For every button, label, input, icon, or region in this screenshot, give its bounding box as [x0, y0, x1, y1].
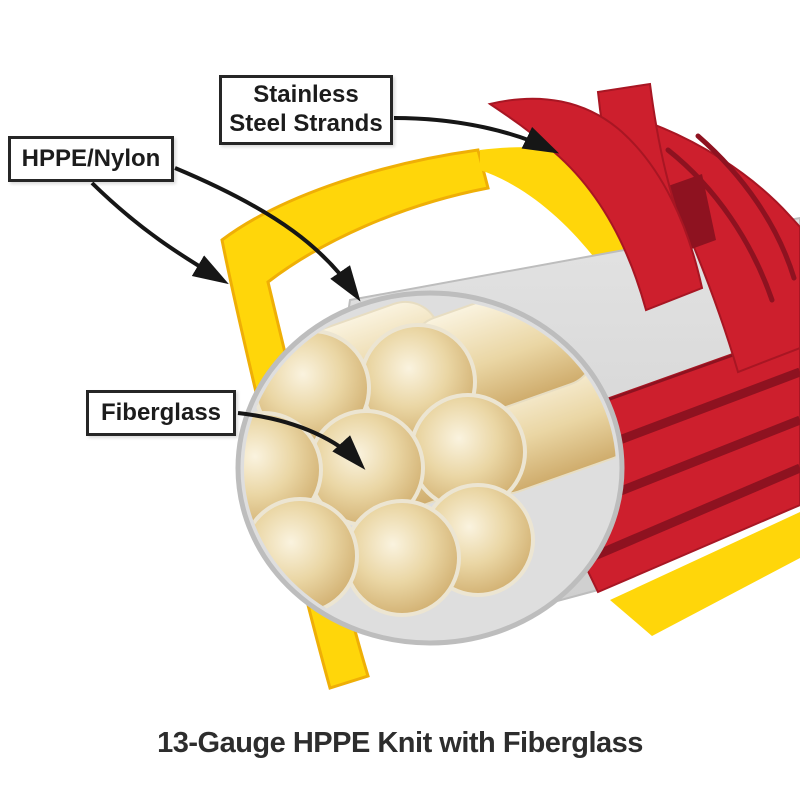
label-fiberglass: Fiberglass	[86, 390, 236, 436]
label-stainless-steel-strands: Stainless Steel Strands	[219, 75, 393, 145]
arrow-to-hppe-knit	[174, 166, 361, 302]
label-hppe-text: HPPE/Nylon	[21, 145, 161, 172]
label-stainless-text: Stainless Steel Strands	[229, 81, 383, 137]
label-hppe-nylon: HPPE/Nylon	[8, 136, 174, 182]
fiberglass-strand	[343, 499, 461, 617]
hppe-sheath-bottom	[610, 512, 800, 636]
diagram-caption: 13-Gauge HPPE Knit with Fiberglass	[157, 727, 643, 759]
arrow-to-steel-strands	[393, 116, 560, 154]
arrow-to-hppe-sheath	[90, 181, 229, 285]
label-fiberglass-text: Fiberglass	[100, 399, 222, 426]
steel-strand-ribbons	[487, 82, 800, 374]
arrow-to-fiberglass	[237, 411, 366, 470]
